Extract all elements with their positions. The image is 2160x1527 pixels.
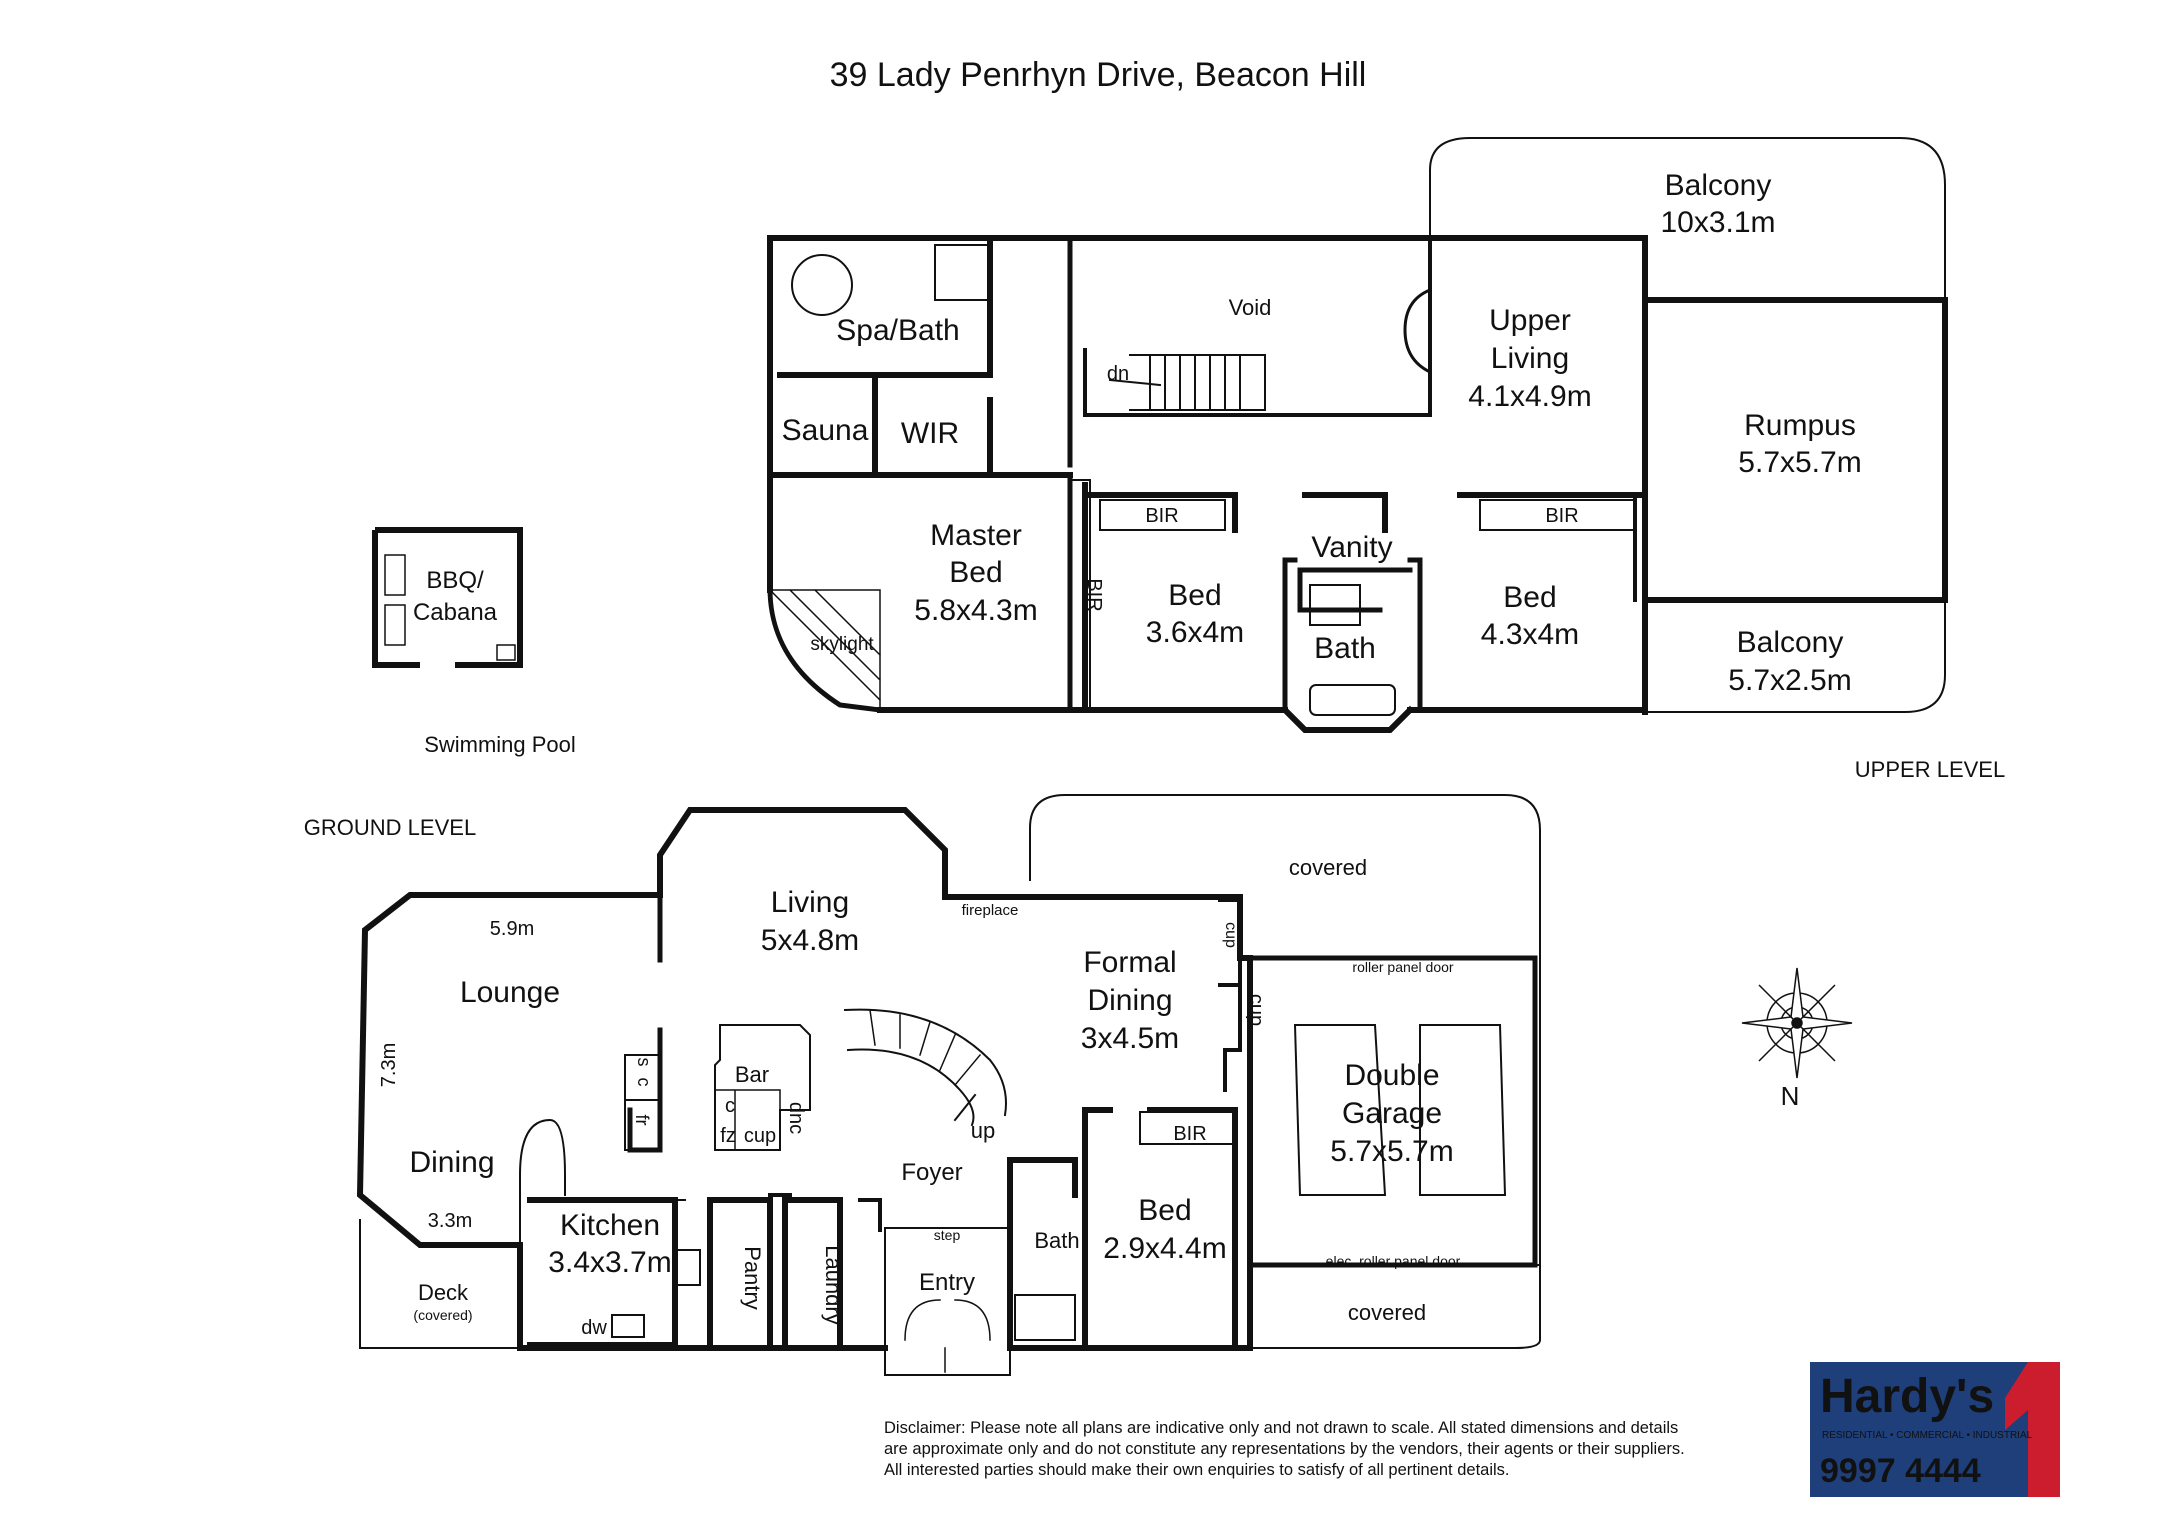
c-label: c bbox=[634, 1078, 654, 1087]
logo-name: Hardy's bbox=[1820, 1370, 1994, 1423]
balcony-top-dim: 10x3.1m bbox=[1660, 206, 1775, 239]
garage-label: Double bbox=[1344, 1059, 1439, 1092]
disclaimer: Disclaimer: Please note all plans are in… bbox=[884, 1418, 1764, 1481]
upper-bath-label: Bath bbox=[1314, 632, 1376, 665]
living-dim: 5x4.8m bbox=[761, 924, 859, 957]
lounge-width-dim: 5.9m bbox=[490, 918, 534, 940]
s-label: s bbox=[634, 1058, 654, 1067]
disclaimer-line-3: All interested parties should make their… bbox=[884, 1461, 1510, 1479]
fireplace-label: fireplace bbox=[962, 902, 1019, 919]
ground-bed-dim: 2.9x4.4m bbox=[1103, 1232, 1226, 1265]
formal-dining-label: Formal bbox=[1083, 946, 1176, 979]
garage-label-2: Garage bbox=[1342, 1097, 1442, 1130]
dishwasher-label: dw bbox=[581, 1317, 607, 1339]
ground-level bbox=[356, 794, 1541, 1376]
covered-top-label: covered bbox=[1289, 855, 1367, 880]
dining-width-dim: 3.3m bbox=[428, 1210, 472, 1232]
compass-rose-icon bbox=[1741, 967, 1853, 1079]
entry-label: Entry bbox=[919, 1269, 975, 1296]
stair-up-label: up bbox=[971, 1118, 995, 1143]
wir-label: WIR bbox=[901, 417, 959, 450]
balcony-side-dim: 5.7x2.5m bbox=[1728, 664, 1851, 697]
bar-label: Bar bbox=[735, 1062, 769, 1087]
void-label: Void bbox=[1229, 295, 1272, 320]
compass-north-label: N bbox=[1781, 1081, 1800, 1111]
covered-bottom-label: covered bbox=[1348, 1300, 1426, 1325]
plan-title: 39 Lady Penrhyn Drive, Beacon Hill bbox=[830, 56, 1367, 94]
bed2-bir-label: BIR bbox=[1145, 505, 1178, 527]
roller-door-top-label: roller panel door bbox=[1352, 959, 1454, 975]
ground-bed-bir-label: BIR bbox=[1173, 1123, 1206, 1145]
formal-dining-dim: 3x4.5m bbox=[1081, 1022, 1179, 1055]
balcony-top-label: Balcony bbox=[1665, 169, 1772, 202]
foyer-label: Foyer bbox=[901, 1159, 962, 1186]
garage-dim: 5.7x5.7m bbox=[1330, 1135, 1453, 1168]
spa-bath-label: Spa/Bath bbox=[836, 314, 959, 347]
cabana-label: Cabana bbox=[413, 599, 498, 626]
kitchen-dim: 3.4x3.7m bbox=[548, 1246, 671, 1279]
logo-tagline: RESIDENTIAL • COMMERCIAL • INDUSTRIAL bbox=[1822, 1430, 2033, 1441]
upper-level-label: UPPER LEVEL bbox=[1855, 757, 2005, 782]
pantry-label: Pantry bbox=[740, 1246, 765, 1310]
skylight-label: skylight bbox=[810, 634, 874, 655]
bar-cup-label: cup bbox=[744, 1125, 776, 1147]
step-label: step bbox=[934, 1227, 961, 1243]
upper-living-label-2: Living bbox=[1491, 342, 1569, 375]
ground-bed-label: Bed bbox=[1138, 1194, 1191, 1227]
formal-dining-label-2: Dining bbox=[1087, 984, 1172, 1017]
sauna-label: Sauna bbox=[782, 414, 869, 447]
disclaimer-line-2: are approximate only and do not constitu… bbox=[884, 1440, 1685, 1458]
rumpus-dim: 5.7x5.7m bbox=[1738, 446, 1861, 479]
deck-label: Deck bbox=[418, 1280, 469, 1305]
fr-label: fr bbox=[632, 1115, 652, 1126]
bar-fz-label: fz bbox=[720, 1125, 736, 1147]
deck-covered-label: (covered) bbox=[413, 1307, 472, 1323]
cup-label-1: cup bbox=[1222, 922, 1239, 948]
master-bir-label: BIR bbox=[1083, 578, 1105, 611]
master-bed-label: Master bbox=[930, 519, 1022, 552]
lounge-depth-dim: 7.3m bbox=[378, 1043, 400, 1087]
bed3-dim: 4.3x4m bbox=[1481, 618, 1579, 651]
bar-dnc-label: dnc bbox=[785, 1102, 807, 1134]
ground-bath-label: Bath bbox=[1034, 1228, 1079, 1253]
cup-label-2: cup bbox=[1245, 994, 1267, 1026]
balcony-side-label: Balcony bbox=[1737, 626, 1844, 659]
living-label: Living bbox=[771, 886, 849, 919]
upper-living-label: Upper bbox=[1489, 304, 1571, 337]
logo-phone: 9997 4444 bbox=[1820, 1452, 1981, 1490]
master-bed-label-2: Bed bbox=[949, 556, 1002, 589]
disclaimer-line-1: Disclaimer: Please note all plans are in… bbox=[884, 1419, 1679, 1437]
hardys-logo: Hardy's RESIDENTIAL • COMMERCIAL • INDUS… bbox=[1810, 1362, 2060, 1497]
bed3-label: Bed bbox=[1503, 581, 1556, 614]
rumpus-label: Rumpus bbox=[1744, 409, 1856, 442]
bar-c-label: c bbox=[725, 1095, 735, 1117]
vanity-label: Vanity bbox=[1311, 531, 1392, 564]
swimming-pool-label: Swimming Pool bbox=[424, 732, 576, 757]
lounge-label: Lounge bbox=[460, 976, 560, 1009]
dining-label: Dining bbox=[409, 1146, 494, 1179]
bed2-dim: 3.6x4m bbox=[1146, 616, 1244, 649]
ground-level-label: GROUND LEVEL bbox=[304, 815, 476, 840]
upper-level bbox=[767, 137, 1948, 733]
laundry-label: Laundry bbox=[821, 1245, 846, 1325]
upper-dn-label: dn bbox=[1107, 363, 1129, 385]
bed3-bir-label: BIR bbox=[1545, 505, 1578, 527]
bbq-label: BBQ/ bbox=[426, 567, 484, 594]
upper-living-dim: 4.1x4.9m bbox=[1468, 380, 1591, 413]
bed2-label: Bed bbox=[1168, 579, 1221, 612]
roller-door-bottom-label: elec. roller panel door bbox=[1326, 1253, 1461, 1269]
master-bed-dim: 5.8x4.3m bbox=[914, 594, 1037, 627]
kitchen-label: Kitchen bbox=[560, 1209, 660, 1242]
bbq-cabana bbox=[372, 527, 523, 668]
